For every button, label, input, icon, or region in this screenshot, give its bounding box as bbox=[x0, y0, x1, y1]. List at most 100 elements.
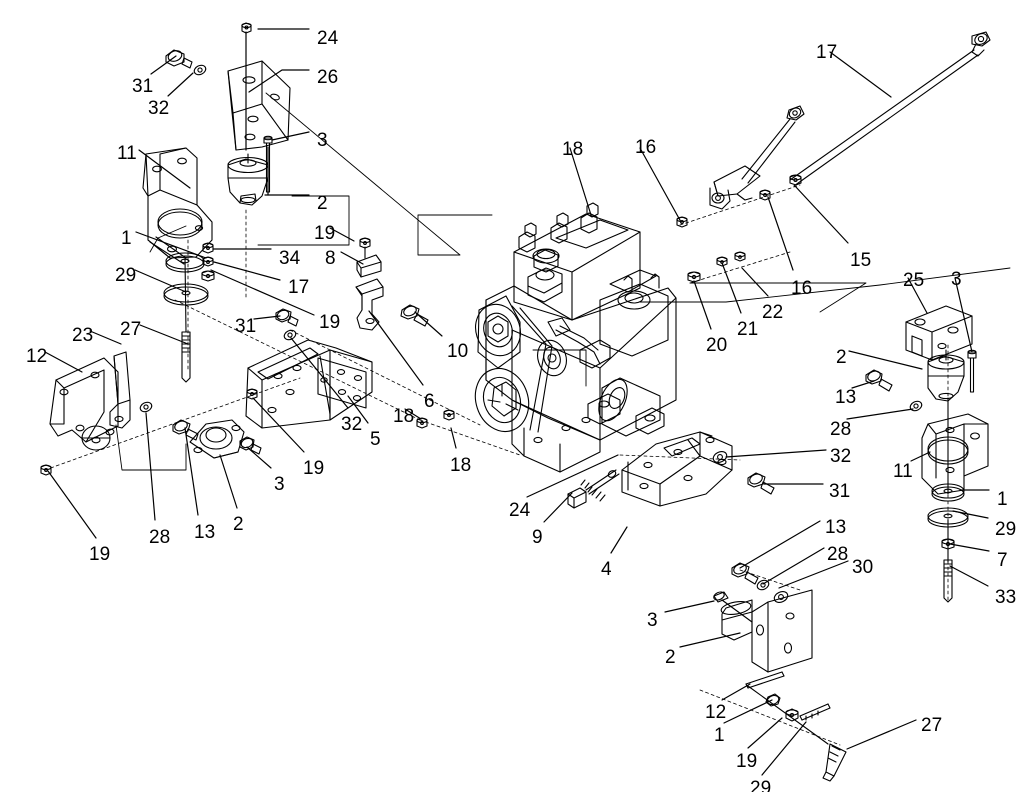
fastener-3-lower-left bbox=[239, 436, 262, 455]
fastener-32-center bbox=[283, 329, 297, 341]
callout-28: 28 bbox=[149, 527, 171, 548]
callout-32: 32 bbox=[341, 414, 363, 435]
callout-31: 31 bbox=[235, 316, 257, 337]
bracket-6 bbox=[355, 278, 384, 331]
bracket-11-right bbox=[921, 413, 989, 495]
fastener-19-nut-left bbox=[201, 270, 215, 282]
callout-19: 19 bbox=[319, 312, 341, 333]
fastener-28-right bbox=[909, 400, 923, 412]
fastener-28-rear bbox=[756, 579, 770, 591]
fastener-29-rear bbox=[799, 703, 831, 721]
callout-33: 33 bbox=[995, 587, 1017, 608]
construction-lines bbox=[115, 92, 1011, 471]
bracket-11-left bbox=[142, 147, 213, 259]
fastener-19-nut-bracket8 bbox=[359, 237, 371, 249]
callout-22: 22 bbox=[762, 302, 784, 323]
callout-31: 31 bbox=[132, 76, 154, 97]
pin-12-rear bbox=[745, 671, 785, 689]
callout-15: 15 bbox=[850, 250, 872, 271]
callout-5: 5 bbox=[370, 429, 381, 450]
fastener-19-center bbox=[246, 388, 258, 400]
callout-27: 27 bbox=[921, 715, 943, 736]
callout-3: 3 bbox=[274, 474, 285, 495]
fastener-13-right bbox=[865, 369, 893, 392]
callout-1: 1 bbox=[121, 228, 132, 249]
fastener-18-a bbox=[416, 417, 428, 429]
callout-13: 13 bbox=[835, 387, 857, 408]
callout-1: 1 bbox=[997, 489, 1008, 510]
fastener-19-plate12 bbox=[40, 464, 52, 476]
callout-3: 3 bbox=[951, 269, 962, 290]
callout-11: 11 bbox=[893, 461, 913, 482]
bracket-4-rear bbox=[621, 431, 733, 507]
callout-19: 19 bbox=[303, 458, 325, 479]
callout-24: 24 bbox=[317, 28, 339, 49]
clip-9 bbox=[567, 487, 587, 509]
callout-8: 8 bbox=[325, 248, 336, 269]
callout-18: 18 bbox=[450, 455, 472, 476]
callout-13: 13 bbox=[194, 522, 216, 543]
callout-28: 28 bbox=[830, 419, 852, 440]
fastener-31-center bbox=[275, 308, 299, 327]
wire-left bbox=[155, 236, 187, 259]
callout-16: 16 bbox=[791, 278, 813, 299]
callout-27: 27 bbox=[120, 319, 142, 340]
engine-assembly bbox=[474, 202, 677, 473]
callout-2: 2 bbox=[317, 193, 328, 214]
fastener-31-rear bbox=[747, 472, 775, 495]
callout-24: 24 bbox=[509, 500, 531, 521]
bracket-8 bbox=[356, 254, 382, 278]
callout-1: 1 bbox=[714, 725, 725, 746]
fastener-3-right bbox=[967, 349, 977, 393]
callout-13: 13 bbox=[825, 517, 847, 538]
callout-12: 12 bbox=[26, 346, 48, 367]
plate-25-right bbox=[905, 305, 973, 361]
fastener-20 bbox=[687, 271, 701, 283]
engine-mount-2-rear bbox=[720, 599, 753, 641]
callout-29: 29 bbox=[750, 778, 772, 792]
plate-12-left bbox=[49, 357, 119, 451]
callout-30: 30 bbox=[852, 557, 874, 578]
callout-18: 18 bbox=[393, 406, 415, 427]
fastener-3-rear bbox=[713, 591, 753, 623]
callout-17: 17 bbox=[816, 42, 838, 63]
bracket-5-center bbox=[245, 339, 373, 429]
fastener-18-b bbox=[443, 409, 455, 421]
bolt-27-rear bbox=[822, 743, 847, 782]
bolt-33 bbox=[943, 559, 953, 603]
fastener-32-top bbox=[193, 64, 207, 76]
fastener-1-rear bbox=[765, 693, 781, 707]
control-rod-17 bbox=[709, 31, 991, 210]
fastener-16-a bbox=[676, 216, 688, 228]
callout-4: 4 bbox=[601, 559, 612, 580]
bolt-27-left bbox=[181, 257, 191, 383]
fastener-19-rear bbox=[785, 708, 799, 722]
callout-32: 32 bbox=[830, 446, 852, 467]
callout-28: 28 bbox=[827, 544, 849, 565]
callout-3: 3 bbox=[647, 610, 658, 631]
fastener-34 bbox=[202, 242, 214, 254]
fastener-15 bbox=[789, 174, 802, 186]
fastener-22 bbox=[734, 251, 746, 262]
callout-6: 6 bbox=[424, 391, 435, 412]
fastener-32-rear bbox=[712, 451, 728, 463]
spring-24 bbox=[580, 469, 620, 502]
fastener-10-bolt bbox=[400, 304, 429, 327]
callout-2: 2 bbox=[233, 514, 244, 535]
fastener-28-left bbox=[139, 401, 153, 413]
callout-23: 23 bbox=[72, 325, 94, 346]
callout-16: 16 bbox=[635, 137, 657, 158]
fastener-13-rear bbox=[731, 562, 759, 585]
fastener-21 bbox=[716, 256, 728, 267]
fastener-13-left bbox=[172, 419, 199, 441]
callout-2: 2 bbox=[665, 647, 676, 668]
callout-3: 3 bbox=[317, 130, 328, 151]
callout-19: 19 bbox=[314, 223, 336, 244]
callout-11: 11 bbox=[117, 143, 137, 164]
callout-9: 9 bbox=[532, 527, 543, 548]
callout-21: 21 bbox=[737, 319, 759, 340]
engine-mount-2-left bbox=[227, 153, 269, 206]
engine-mount-2-right bbox=[927, 349, 965, 402]
